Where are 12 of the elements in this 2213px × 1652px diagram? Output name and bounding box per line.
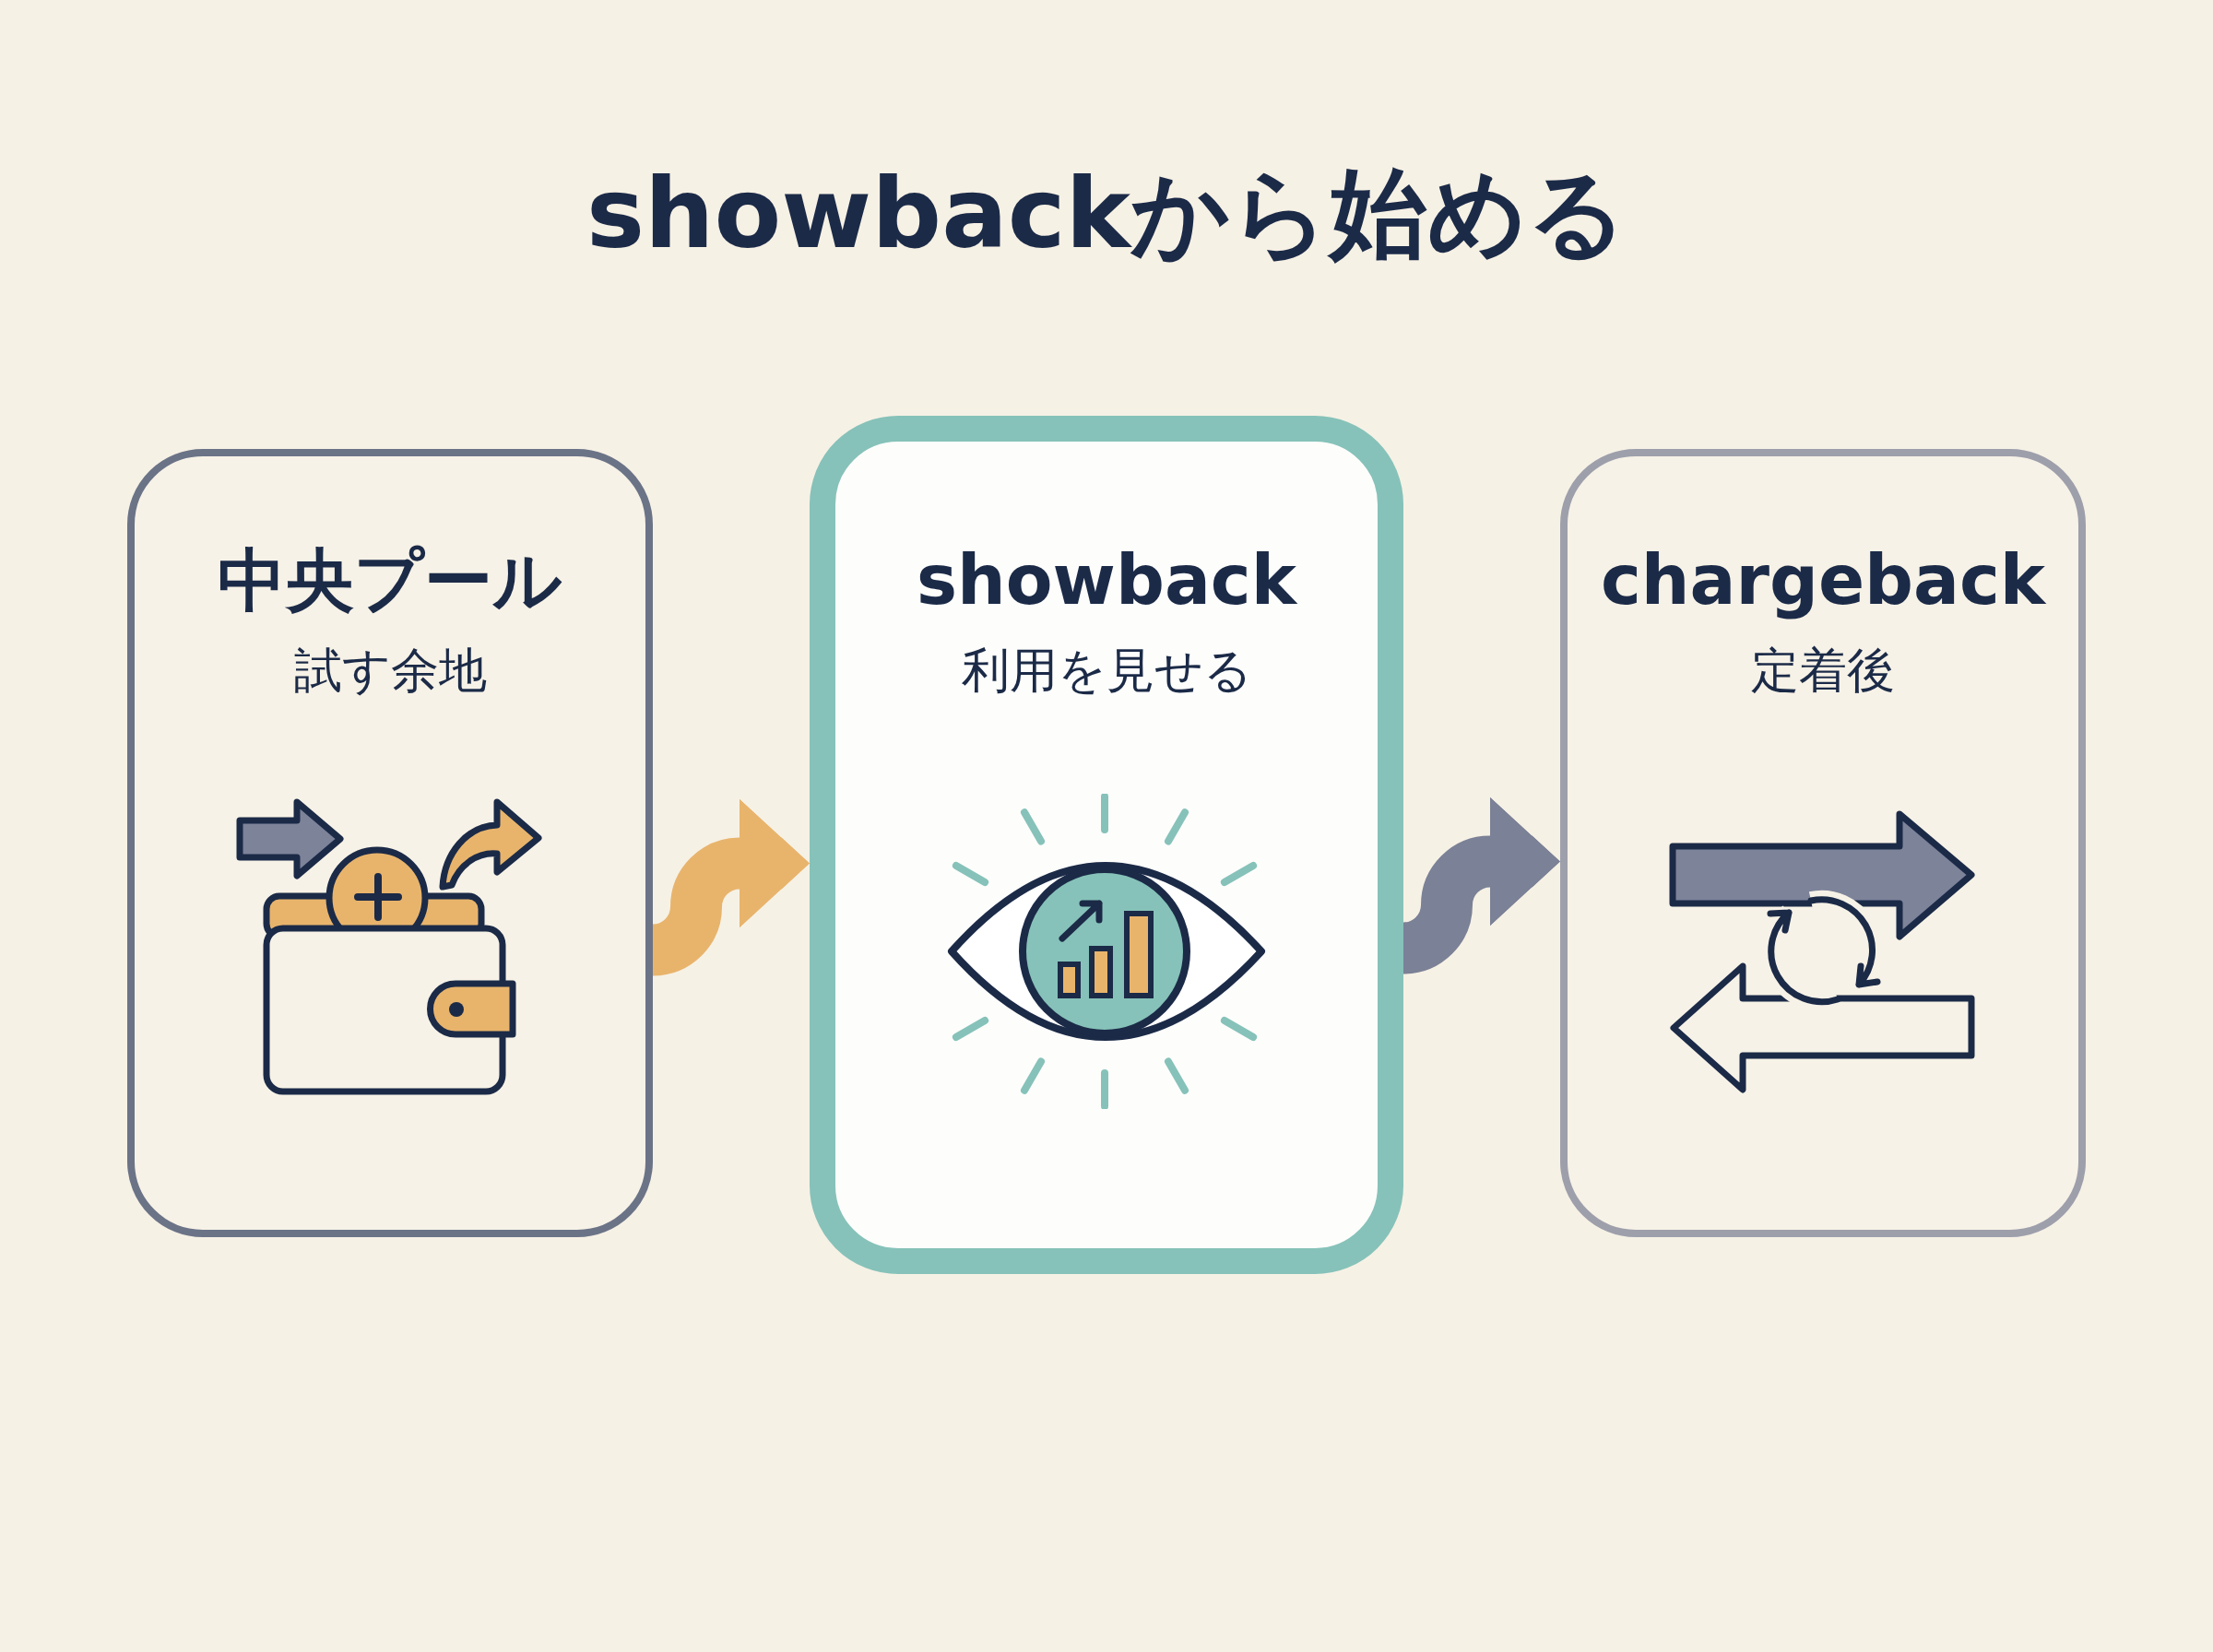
curved-arrow xyxy=(1403,796,1560,974)
curved-arrow xyxy=(653,798,810,976)
stage-card xyxy=(127,449,653,1237)
stage-card xyxy=(810,416,1403,1274)
page-title: showbackから始める xyxy=(586,156,1627,272)
stage-title: showback xyxy=(917,539,1296,620)
stage-card xyxy=(1560,449,2086,1237)
stage-title: chargeback xyxy=(1600,539,2046,620)
stage-title: 中央プール xyxy=(218,539,562,620)
stage-subtitle: 試す余地 xyxy=(293,642,487,700)
stage-subtitle: 利用を見せる xyxy=(961,642,1252,700)
stage-subtitle: 定着後 xyxy=(1751,642,1895,700)
